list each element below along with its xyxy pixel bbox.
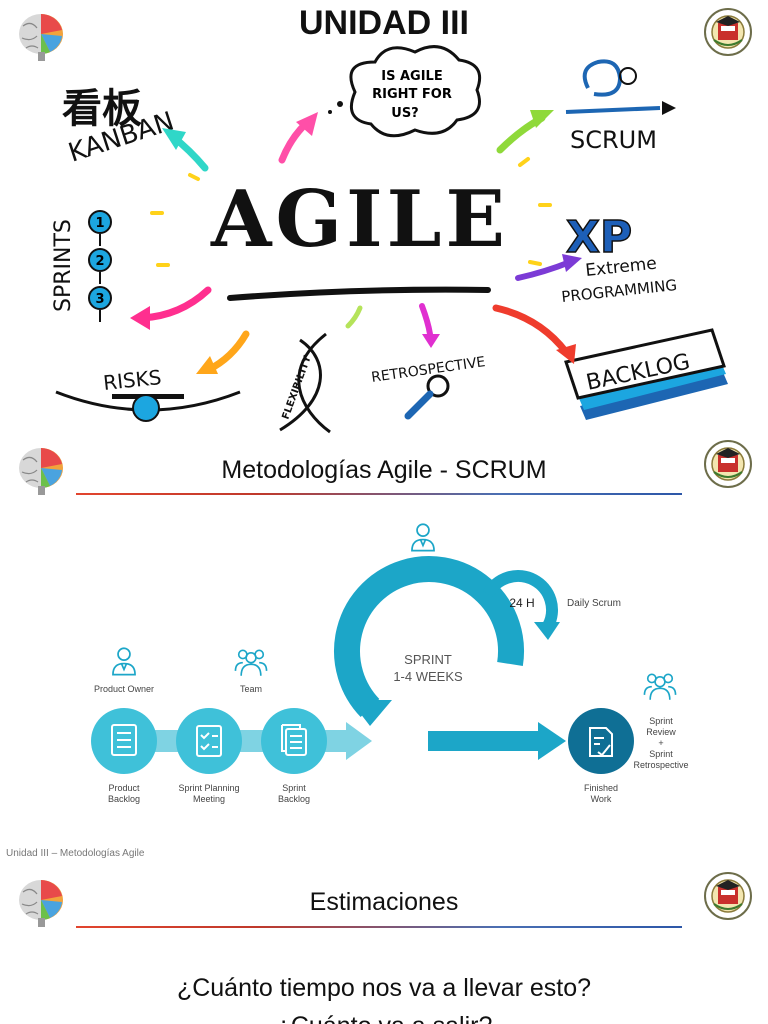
agile-underline	[227, 286, 491, 301]
team-icon	[235, 650, 266, 675]
sprint-planning-label-1: Sprint Planning	[178, 783, 239, 793]
title-rule	[76, 493, 682, 495]
question-1: ¿Cuánto tiempo nos va a llevar esto?	[176, 974, 592, 1002]
question-2: ¿Cuánto va a salir?	[0, 1012, 768, 1024]
slide-title: UNIDAD III	[299, 4, 469, 42]
arrow-red	[492, 304, 570, 356]
24h-label: 24 H	[509, 596, 534, 610]
finished-work-node	[568, 708, 634, 774]
sprint-backlog-label-2: Backlog	[278, 794, 310, 804]
sprint-label: SPRINT	[404, 652, 452, 667]
slide-estimaciones: Estimaciones ¿Cuánto tiempo nos va a lle…	[0, 866, 768, 1024]
finished-work-label-1: Finished	[584, 783, 618, 793]
scrum-loop-icon	[565, 59, 661, 114]
xp-programming: PROGRAMMING	[561, 276, 678, 306]
slide-title: Metodologías Agile - SCRUM	[221, 456, 547, 484]
arrow-purple	[515, 259, 573, 281]
agile-word: AGILE	[210, 174, 509, 265]
product-owner-icon	[113, 648, 135, 674]
sprint-number-1: 1	[95, 216, 104, 231]
sprints-label: SPRINTS	[51, 219, 76, 312]
review-label-4: Sprint	[649, 749, 673, 759]
output-bar	[428, 731, 546, 751]
flex-ribbon	[279, 332, 331, 434]
cloud-line-2: RIGHT FOR	[372, 87, 452, 102]
sprint-number-3: 3	[95, 292, 104, 307]
scrum-diagram: Scrum Master 24 H Daily Scrum SPRINT 1-4…	[91, 486, 689, 804]
review-team-icon	[644, 674, 675, 699]
finished-work-label-2: Work	[591, 794, 612, 804]
daily-scrum-loop	[482, 570, 558, 629]
sprint-cycle	[334, 556, 525, 718]
scrum-label: SCRUM	[570, 126, 657, 154]
xp-label: XP	[566, 212, 632, 263]
arrow-magenta-left	[138, 286, 212, 322]
product-owner-label: Product Owner	[94, 684, 154, 694]
review-label-5: Retrospective	[633, 760, 688, 770]
slide-footer: Unidad III – Metodologías Agile	[6, 848, 145, 859]
risks-label: RISKS	[102, 365, 163, 395]
slide-title: Estimaciones	[309, 888, 459, 916]
sprint-weeks-label: 1-4 WEEKS	[393, 669, 463, 684]
arrow-lime	[345, 305, 363, 329]
sprint-number-2: 2	[95, 254, 104, 269]
sprint-planning-node	[176, 708, 242, 774]
slide-scrum: Metodologías Agile - SCRUM Scrum Master …	[0, 436, 768, 866]
product-backlog-label-1: Product	[108, 783, 140, 793]
slide-unidad-iii: UNIDAD III AGILE 看板 KANBAN IS AGILE RIGH…	[0, 0, 768, 436]
cloud-line-3: US?	[391, 106, 418, 121]
arrow-violet	[419, 303, 433, 337]
review-label-2: Review	[646, 727, 676, 737]
sprint-backlog-label-1: Sprint	[282, 783, 306, 793]
checklist-icon	[111, 724, 137, 756]
team-label: Team	[240, 684, 262, 694]
clipboard-check-icon	[196, 725, 222, 757]
document-check-icon	[589, 727, 613, 757]
kanban-kanji: 看板	[62, 86, 142, 132]
thought-cloud	[349, 45, 482, 138]
title-rule	[76, 926, 682, 928]
agile-mindmap: AGILE 看板 KANBAN IS AGILE RIGHT FOR US? S…	[51, 45, 728, 434]
backlog-stack	[564, 328, 728, 420]
review-label-1: Sprint	[649, 716, 673, 726]
sprint-planning-label-2: Meeting	[193, 794, 225, 804]
review-label-3: +	[658, 738, 663, 748]
product-backlog-label-2: Backlog	[108, 794, 140, 804]
daily-scrum-label: Daily Scrum	[567, 598, 621, 609]
documents-icon	[281, 724, 307, 756]
scrum-master-icon	[412, 524, 434, 550]
cloud-line-1: IS AGILE	[381, 69, 442, 84]
